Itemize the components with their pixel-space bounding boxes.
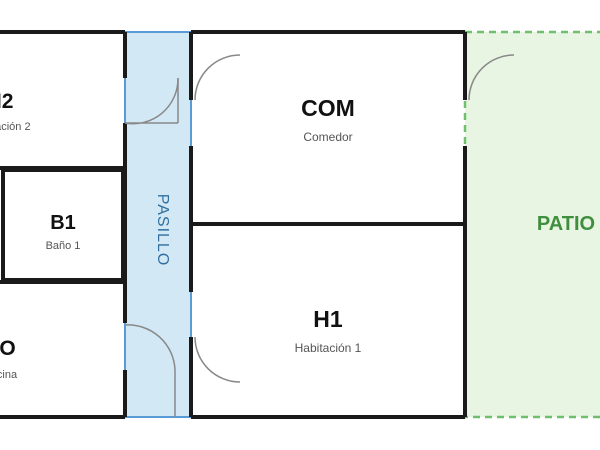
door-comedor[interactable]	[194, 54, 241, 101]
door-patio[interactable]	[468, 54, 515, 101]
room-code-b1: B1	[50, 212, 76, 234]
room-name-b1: Baño 1	[46, 240, 81, 252]
room-name-h1: Habitación 1	[295, 341, 362, 355]
room-code-h2: H2	[0, 90, 13, 113]
room-name-cocina: Cocina	[0, 369, 18, 381]
room-code-h1: H1	[313, 306, 343, 332]
hallway-area[interactable]	[124, 31, 192, 418]
door-cocina[interactable]	[124, 324, 176, 371]
right-walls	[189, 30, 467, 419]
hallway-label: PASILLO	[154, 194, 171, 267]
room-code-cocina: CO	[0, 337, 16, 360]
door-h2[interactable]	[124, 77, 179, 125]
bathroom-b1[interactable]	[1, 168, 125, 282]
room-name-comedor: Comedor	[303, 130, 352, 144]
patio-area[interactable]	[463, 30, 600, 419]
room-name-h2: Habitación 2	[0, 121, 31, 133]
door-h1[interactable]	[194, 336, 241, 383]
patio-label: PATIO	[537, 213, 595, 235]
room-code-comedor: COM	[301, 95, 355, 121]
door-arcs	[124, 54, 515, 417]
